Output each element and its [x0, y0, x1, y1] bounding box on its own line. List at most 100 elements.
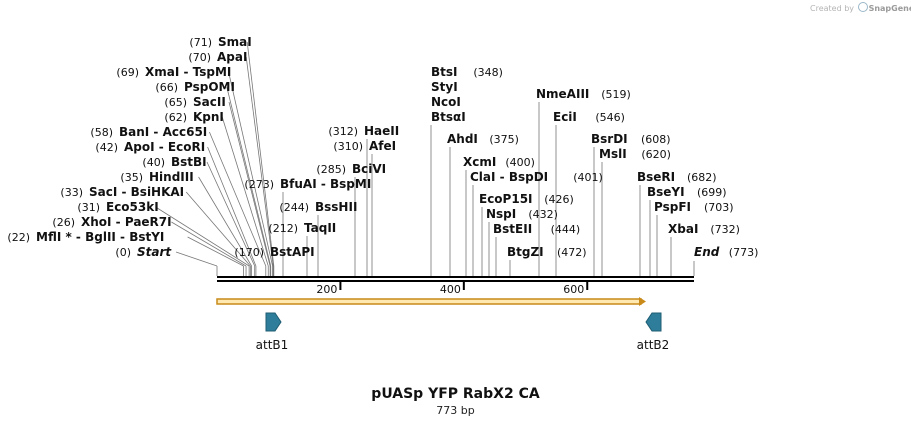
site-position: (432) — [528, 208, 558, 221]
site-position: (682) — [687, 171, 717, 184]
site-position: (42) — [95, 141, 118, 154]
leader-line — [209, 131, 267, 267]
site-name: PspFI — [654, 200, 691, 214]
site-position: (546) — [595, 111, 625, 124]
site-position: (70) — [188, 51, 211, 64]
site-name: ApaI — [217, 50, 247, 64]
site-position: (273) — [244, 178, 274, 191]
site-name: Eco53kI — [106, 200, 159, 214]
sequence-backbone — [216, 276, 694, 306]
leader-line — [171, 221, 247, 267]
leader-line — [185, 191, 251, 267]
ruler: 200 400 600 — [316, 282, 589, 296]
site-position: (400) — [505, 156, 535, 169]
site-position: (212) — [268, 222, 298, 235]
site-name: MflI * - BglII - BstYI — [36, 230, 164, 244]
site-name: XbaI — [668, 222, 698, 236]
map-title: pUASp YFP RabX2 CA — [371, 386, 540, 402]
ruler-tick-label: 200 — [316, 283, 337, 296]
site-name: BtgZI — [507, 245, 544, 259]
site-leader-lines — [155, 41, 695, 276]
leader-line — [187, 236, 244, 267]
leader-line — [246, 41, 275, 267]
site-position: (444) — [551, 223, 581, 236]
site-name: BstAPI — [270, 245, 315, 259]
site-position: (519) — [601, 88, 631, 101]
site-name: EcoP15I — [479, 192, 533, 206]
site-position: (69) — [116, 66, 139, 79]
site-name: SmaI — [218, 35, 252, 49]
site-position: (40) — [142, 156, 165, 169]
site-name: Start — [137, 245, 172, 259]
site-name: BanI - Acc65I — [119, 125, 207, 139]
leader-line — [207, 146, 257, 267]
feature-label-attB1: attB1 — [256, 338, 289, 352]
leader-line — [198, 176, 252, 267]
site-position: (620) — [641, 148, 671, 161]
ori-bar — [216, 298, 642, 305]
site-name: StyI — [431, 80, 458, 94]
snapgene-logo-icon — [857, 2, 868, 12]
site-name: BtsI — [431, 65, 458, 79]
site-name: ClaI - BspDI — [470, 170, 548, 184]
site-position: (426) — [544, 193, 574, 206]
feature-arrow-attB2 — [645, 312, 662, 332]
site-name: ApoI - EcoRI — [124, 140, 205, 154]
ruler-tick-label: 600 — [563, 283, 584, 296]
site-name: BstEII — [493, 222, 532, 236]
site-name: BseRI — [637, 170, 675, 184]
site-name: BtsαI — [431, 110, 466, 124]
site-name: NspI — [486, 207, 516, 221]
leader-line — [155, 206, 250, 267]
leader-line — [228, 101, 271, 267]
site-position: (26) — [52, 216, 75, 229]
site-position: (732) — [710, 223, 740, 236]
created-by-credit: Created by SnapGene — [810, 2, 911, 13]
site-position: (170) — [234, 246, 264, 259]
leader-line — [245, 56, 274, 267]
site-name: SacI - BsiHKAI — [89, 185, 184, 199]
site-position: (608) — [641, 133, 671, 146]
site-position: (35) — [120, 171, 143, 184]
leader-line — [221, 116, 269, 267]
site-position: (65) — [164, 96, 187, 109]
site-position: (71) — [189, 36, 212, 49]
site-name: BfuAI - BspMI — [280, 177, 371, 191]
feature-label-attB2: attB2 — [637, 338, 670, 352]
site-position: (0) — [115, 246, 131, 259]
site-name: XhoI - PaeR7I — [81, 215, 172, 229]
leader-line — [175, 251, 218, 267]
site-position: (62) — [164, 111, 187, 124]
site-name: XmaI - TspMI — [145, 65, 231, 79]
ruler-tick-label: 400 — [440, 283, 461, 296]
site-position: (58) — [90, 126, 113, 139]
site-name: NcoI — [431, 95, 461, 109]
site-labels: (0)Start(22)MflI * - BglII - BstYI(26)Xh… — [7, 35, 758, 259]
site-position: (472) — [557, 246, 587, 259]
site-position: (310) — [333, 140, 363, 153]
leader-line — [226, 86, 272, 267]
site-name: KpnI — [193, 110, 224, 124]
site-position: (703) — [704, 201, 734, 214]
site-name: TaqII — [304, 221, 336, 235]
site-name: BsrDI — [591, 132, 628, 146]
map-length: 773 bp — [436, 404, 475, 417]
site-position: (31) — [77, 201, 100, 214]
site-position: (375) — [489, 133, 519, 146]
credit-brand: SnapGene — [868, 4, 911, 13]
site-name: SacII — [193, 95, 226, 109]
site-position: (773) — [729, 246, 759, 259]
site-position: (285) — [316, 163, 346, 176]
site-name: BseYI — [647, 185, 685, 199]
credit-prefix: Created by — [810, 4, 855, 13]
site-name: BssHII — [315, 200, 357, 214]
site-name: MslI — [599, 147, 627, 161]
site-name: BciVI — [352, 162, 386, 176]
site-name: HindIII — [149, 170, 194, 184]
site-name: NmeAIII — [536, 87, 589, 101]
feature-arrow-attB1 — [265, 312, 282, 332]
leader-line — [228, 71, 273, 267]
site-position: (33) — [60, 186, 83, 199]
feature-track: attB1 attB2 — [256, 312, 670, 352]
